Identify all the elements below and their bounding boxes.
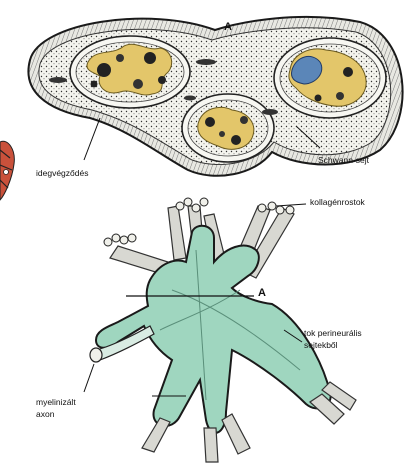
- cross-section-marker: A: [224, 22, 232, 33]
- section-line-marker: A: [258, 288, 266, 299]
- capsule-label-line1: tok perineurális: [304, 328, 362, 339]
- collagen-fibers-label: kollagénrostok: [310, 197, 365, 208]
- capsule-label-line2: sejtekből: [304, 340, 338, 351]
- cross-section: [28, 17, 402, 176]
- axon-label-line2: axon: [36, 409, 54, 420]
- axon-label-line1: myelinizált: [36, 397, 76, 408]
- nerve-ending-label: idegvégződés: [36, 168, 88, 179]
- partial-cell-fragment: [0, 141, 14, 200]
- schwann-cell-label: Schwann-sejt: [318, 155, 369, 166]
